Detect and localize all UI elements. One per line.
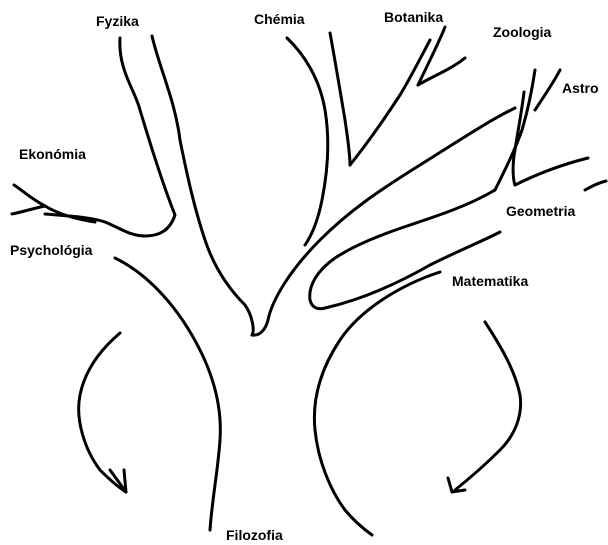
fyzika-label: Fyzika: [96, 13, 139, 29]
astro-label: Astro: [562, 80, 599, 96]
matematika-inner-edge: [310, 190, 500, 309]
matematika-label: Matematika: [452, 273, 528, 289]
astro-branch-main: [495, 70, 535, 190]
right-arrow-stroke: [455, 322, 521, 490]
zoologia-label: Zoologia: [493, 24, 551, 40]
chemia-label: Chémia: [254, 11, 305, 27]
botanika-branch-right: [350, 40, 430, 165]
botanika-label: Botanika: [384, 9, 443, 25]
trunk-center-v: [252, 108, 515, 335]
chemia-branch: [287, 38, 328, 245]
matematika-trunk-edge: [314, 272, 440, 535]
botanika-branch-left: [330, 33, 350, 165]
ekonomia-label: Ekonómia: [19, 146, 86, 162]
filozofia-label: Filozofia: [226, 527, 283, 543]
left-arrow-stroke: [79, 333, 126, 492]
psychologia-trunk-edge: [115, 258, 220, 530]
ekonomia-branch-upper: [14, 185, 45, 206]
geometria-label: Geometria: [506, 203, 575, 219]
astro-right-stub: [585, 181, 606, 190]
fyzika-branch-right-edge: [152, 36, 253, 335]
astro-twig-3: [515, 158, 588, 185]
psychologia-label: Psychológia: [10, 242, 92, 258]
fyzika-branch-left-edge: [45, 38, 175, 236]
astro-twig-1: [535, 70, 560, 110]
ekonomia-branch-fork: [12, 206, 45, 214]
